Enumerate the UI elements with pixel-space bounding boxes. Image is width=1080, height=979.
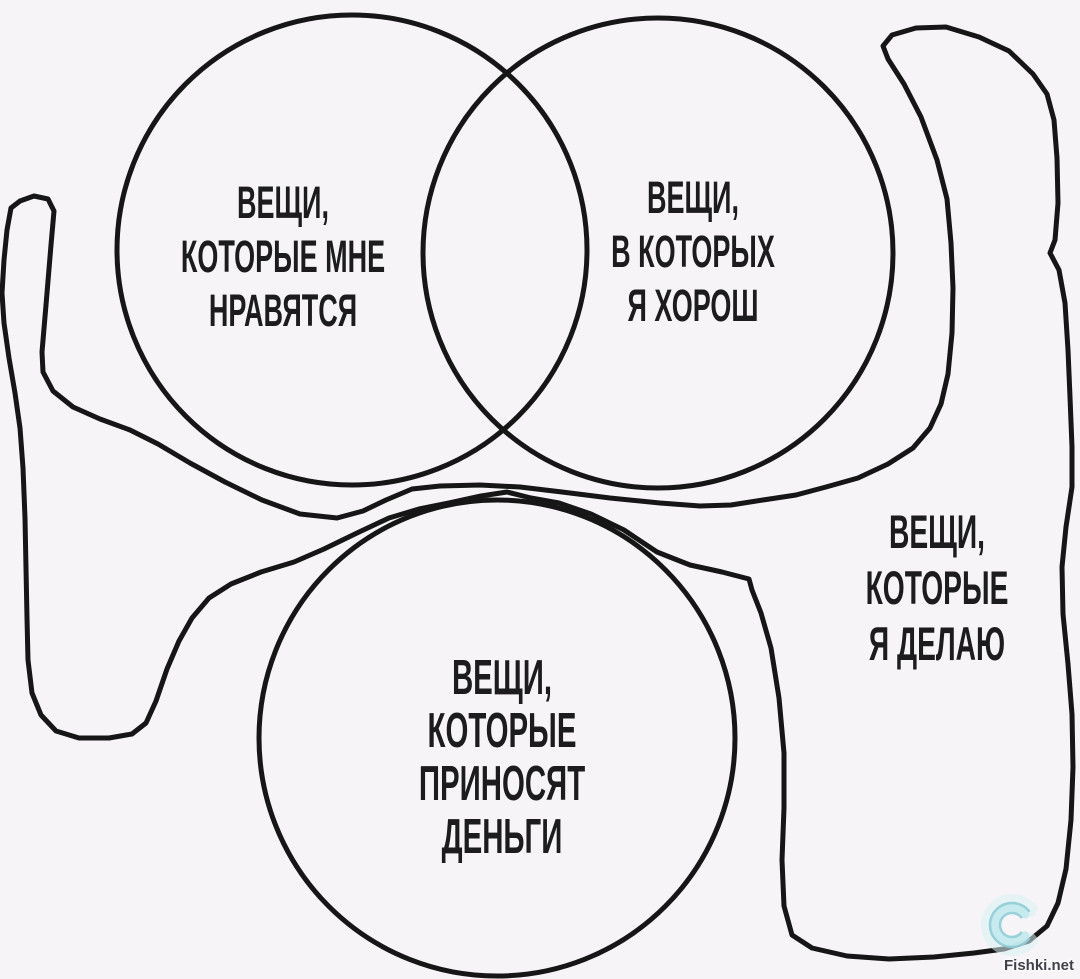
blob-things-i-do xyxy=(0,24,1076,962)
label-things-i-like: ВЕЩИ, КОТОРЫЕ МНЕ НРАВЯТСЯ xyxy=(180,177,386,336)
fishki-logo-icon xyxy=(981,894,1038,956)
label-things-i-do: ВЕЩИ, КОТОРЫЕ Я ДЕЛАЮ xyxy=(865,505,1009,670)
label-things-that-make-money: ВЕЩИ, КОТОРЫЕ ПРИНОСЯТ ДЕНЬГИ xyxy=(418,651,586,864)
watermark-site-name: Fishki.net xyxy=(1003,957,1074,974)
circle-things-i-like xyxy=(114,12,590,488)
circle-things-im-good-at xyxy=(420,15,896,491)
circle-things-that-make-money xyxy=(256,497,738,979)
label-things-im-good-at: ВЕЩИ, В КОТОРЫХ Я ХОРОШ xyxy=(611,172,775,331)
